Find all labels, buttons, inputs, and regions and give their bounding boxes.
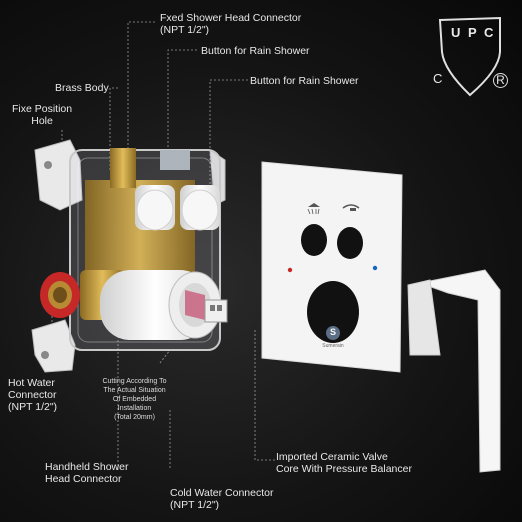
label-hot-water-line3: (NPT 1/2") [8,401,58,413]
label-ceramic-line2: Core With Pressure Balancer [276,463,412,475]
brand-text: Sumerain [322,343,344,349]
label-fixe-position: Fixe Position Hole [12,103,72,127]
upc-right-letter: R [493,73,508,88]
label-fixed-connector-line2: (NPT 1/2") [160,24,210,36]
label-cutting-line4: Installation [117,405,152,412]
hot-water-connector [40,272,80,318]
brand-letter: S [329,327,336,337]
label-cutting-line1: Cutting According To [102,378,167,385]
label-cutting-line5: (Total 20mm) [114,414,155,421]
valve-cartridge [100,270,228,340]
label-cutting-line2: The Actual Situation [103,387,166,394]
lever-handle [407,269,501,473]
label-cold-water: Cold Water Connector (NPT 1/2") [170,487,274,511]
label-cold-water-line2: (NPT 1/2") [170,499,220,511]
label-fixe-position-line2: Hole [31,115,53,127]
label-fixed-connector-line1: Fxed Shower Head Connector [160,12,302,24]
label-ceramic-line1: Imported Ceramic Valve [276,451,388,463]
upc-shield-icon [438,16,501,97]
rain-shower-buttons [135,185,220,231]
label-fixe-position-line1: Fixe Position [12,103,73,115]
label-handheld-connector: Handheld Shower Head Connector [45,461,128,485]
brand-logo-icon [326,326,340,340]
cover-plate [261,161,403,373]
label-cold-water-line1: Cold Water Connector [170,487,274,499]
upc-left-letter: C [433,71,443,86]
label-handheld-line1: Handheld Shower [45,461,129,473]
label-hot-water-line2: Connector [8,389,57,401]
label-hot-water-line1: Hot Water [8,377,55,389]
label-button-rain-2: Button for Rain Shower [250,75,359,87]
label-cutting-note: Cutting According To The Actual Situatio… [92,377,177,422]
label-brass-body: Brass Body [55,82,109,94]
label-ceramic-valve: Imported Ceramic Valve Core With Pressur… [276,451,412,475]
label-button-rain-1: Button for Rain Shower [201,45,310,57]
label-handheld-line2: Head Connector [45,473,122,485]
label-hot-water: Hot Water Connector (NPT 1/2") [8,377,57,413]
label-fixed-connector: Fxed Shower Head Connector (NPT 1/2") [160,12,301,36]
upc-top-letters: U P C [451,25,496,40]
label-cutting-line3: Of Embedded [112,396,157,403]
